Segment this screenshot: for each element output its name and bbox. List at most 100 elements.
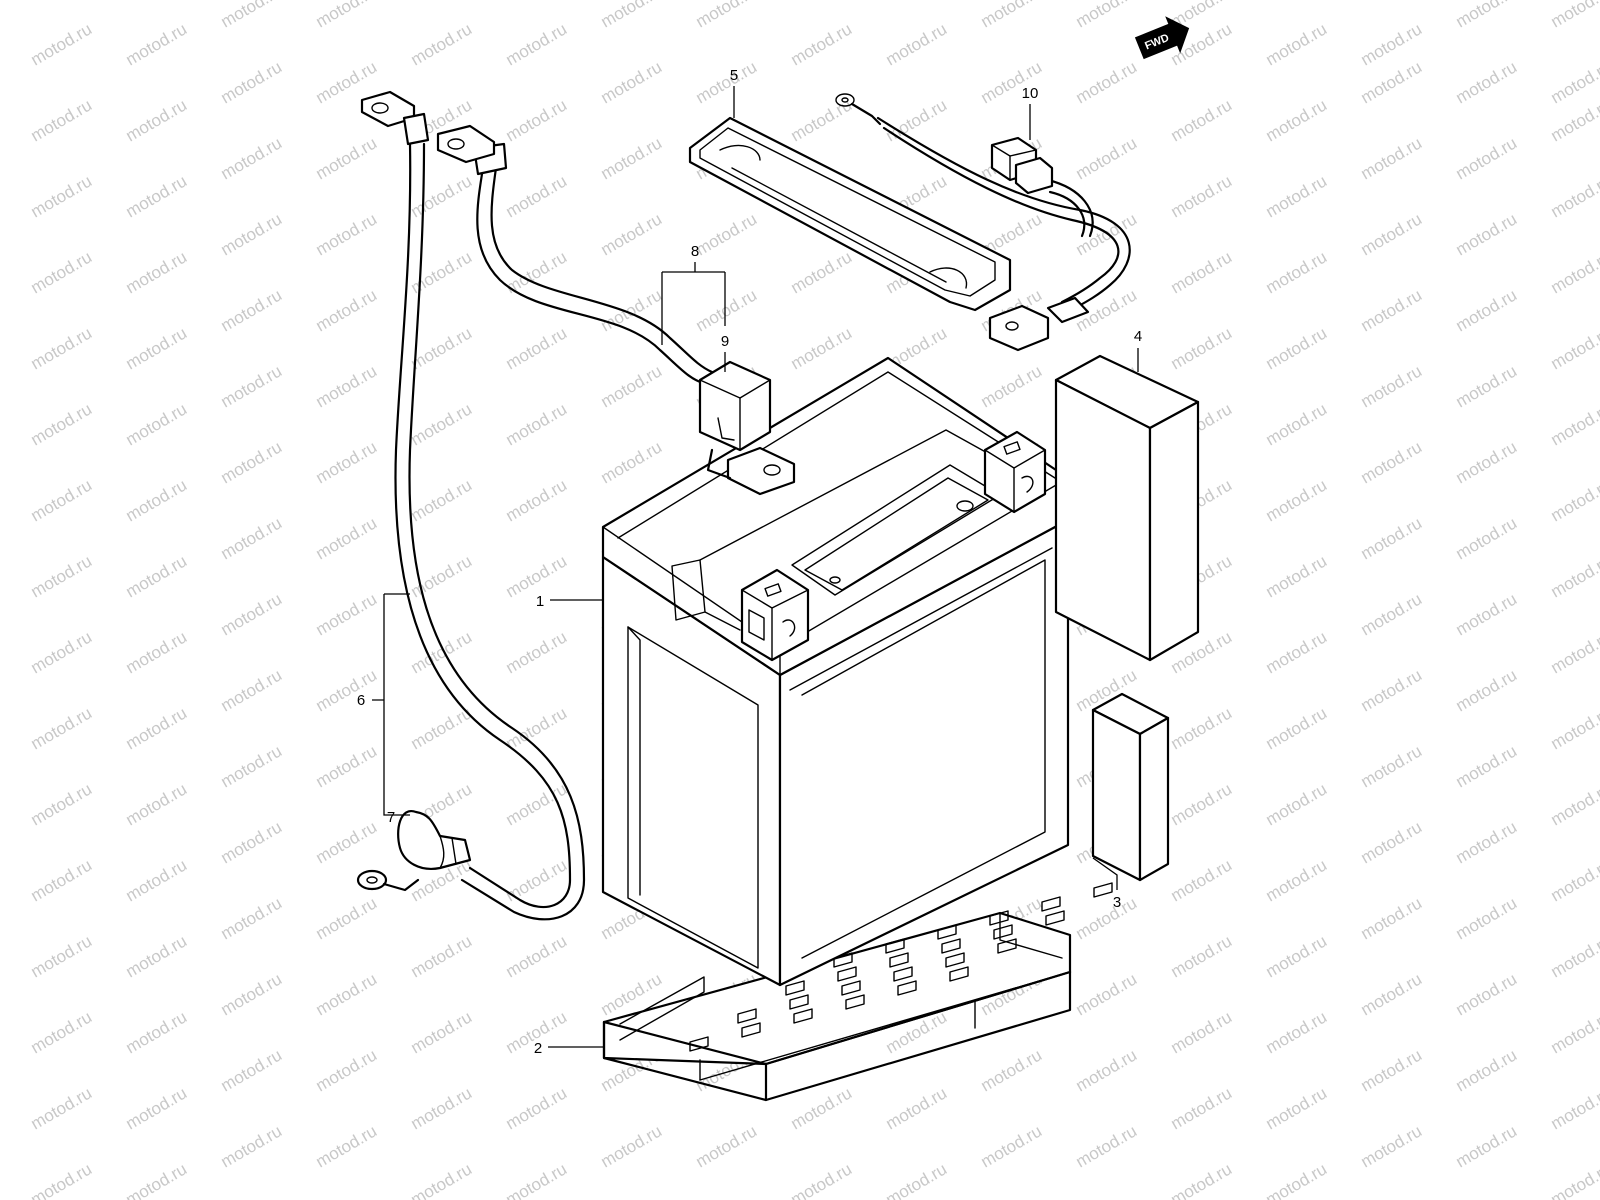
watermark-text: motod.ru — [503, 855, 571, 905]
watermark-text: motod.ru — [218, 665, 286, 715]
watermark-text: motod.ru — [1358, 893, 1426, 943]
watermark-text: motod.ru — [1453, 209, 1521, 259]
watermark-text: motod.ru — [1358, 817, 1426, 867]
watermark-text: motod.ru — [408, 1159, 476, 1200]
watermark-text: motod.ru — [598, 0, 666, 31]
watermark-text: motod.ru — [693, 209, 761, 259]
watermark-text: motod.ru — [883, 95, 951, 145]
watermark-text: motod.ru — [598, 133, 666, 183]
watermark-text: motod.ru — [313, 1121, 381, 1171]
watermark-text: motod.ru — [503, 931, 571, 981]
watermark-text: motod.ru — [1453, 741, 1521, 791]
callout-2: 2 — [534, 1040, 542, 1057]
watermark-text: motod.ru — [123, 779, 191, 829]
watermark-text: motod.ru — [408, 475, 476, 525]
watermark-text: motod.ru — [218, 361, 286, 411]
battery-holder-band — [688, 116, 1012, 312]
watermark-text: motod.ru — [123, 931, 191, 981]
watermark-text: motod.ru — [1453, 57, 1521, 107]
watermark-text: motod.ru — [1548, 171, 1600, 221]
watermark-text: motod.ru — [1168, 1159, 1236, 1200]
watermark-text: motod.ru — [1453, 969, 1521, 1019]
tray-slot — [893, 966, 913, 982]
watermark-text: motod.ru — [28, 475, 96, 525]
watermark-text: motod.ru — [123, 1083, 191, 1133]
watermark-text: motod.ru — [313, 969, 381, 1019]
watermark-text: motod.ru — [1548, 399, 1600, 449]
watermark-text: motod.ru — [408, 19, 476, 69]
watermark-text: motod.ru — [883, 19, 951, 69]
watermark-text: motod.ru — [1358, 1045, 1426, 1095]
watermark-text: motod.ru — [1358, 209, 1426, 259]
watermark-text: motod.ru — [408, 247, 476, 297]
watermark-text: motod.ru — [1263, 475, 1331, 525]
watermark-text: motod.ru — [1263, 855, 1331, 905]
watermark-text: motod.ru — [1168, 931, 1236, 981]
watermark-text: motod.ru — [503, 95, 571, 145]
tray-slot — [785, 980, 805, 996]
watermark-text: motod.ru — [1548, 475, 1600, 525]
watermark-text: motod.ru — [1453, 589, 1521, 639]
watermark-text: motod.ru — [503, 1083, 571, 1133]
tray-slot — [841, 980, 861, 996]
watermark-text: motod.ru — [218, 741, 286, 791]
tray-slot — [1041, 896, 1061, 912]
tray-slot — [741, 1022, 761, 1038]
watermark-text: motod.ru — [1263, 1083, 1331, 1133]
tray-slot — [993, 924, 1013, 940]
watermark-text: motod.ru — [1453, 133, 1521, 183]
part-4-box — [1054, 354, 1200, 662]
watermark-text: motod.ru — [1358, 665, 1426, 715]
watermark-text: motod.ru — [313, 893, 381, 943]
leader-lines — [372, 86, 1139, 1048]
watermark-text: motod.ru — [218, 437, 286, 487]
watermark-text: motod.ru — [1453, 285, 1521, 335]
watermark-text: motod.ru — [123, 19, 191, 69]
watermark-text: motod.ru — [1358, 133, 1426, 183]
watermark-text: motod.ru — [1548, 1083, 1600, 1133]
watermark-text: motod.ru — [598, 57, 666, 107]
watermark-text: motod.ru — [1073, 1045, 1141, 1095]
watermark-text: motod.ru — [1263, 247, 1331, 297]
watermark-text: motod.ru — [1548, 323, 1600, 373]
watermark-text: motod.ru — [408, 399, 476, 449]
watermark-text: motod.ru — [598, 437, 666, 487]
watermark-text: motod.ru — [788, 95, 856, 145]
watermark-text: motod.ru — [313, 437, 381, 487]
tray-slot — [989, 910, 1009, 926]
tray-slot — [737, 1008, 757, 1024]
watermark-text: motod.ru — [123, 171, 191, 221]
watermark-text: motod.ru — [408, 1007, 476, 1057]
watermark-text: motod.ru — [1168, 171, 1236, 221]
watermark-text: motod.ru — [503, 399, 571, 449]
watermark-text: motod.ru — [28, 19, 96, 69]
tray-slot — [885, 938, 905, 954]
watermark-text: motod.ru — [883, 1083, 951, 1133]
watermark-text: motod.ru — [1358, 437, 1426, 487]
watermark-text: motod.ru — [1263, 323, 1331, 373]
watermark-text: motod.ru — [1358, 589, 1426, 639]
watermark-text: motod.ru — [503, 1159, 571, 1200]
watermark-text: motod.ru — [1548, 0, 1600, 31]
watermark-text: motod.ru — [408, 171, 476, 221]
watermark-text: motod.ru — [408, 931, 476, 981]
watermark-text: motod.ru — [313, 285, 381, 335]
watermark-text: motod.ru — [1453, 361, 1521, 411]
watermark-text: motod.ru — [1358, 741, 1426, 791]
watermark-text: motod.ru — [1168, 247, 1236, 297]
watermark-text: motod.ru — [313, 1045, 381, 1095]
watermark-text: motod.ru — [598, 209, 666, 259]
tray-slot — [889, 952, 909, 968]
watermark-text: motod.ru — [1548, 247, 1600, 297]
watermark-text: motod.ru — [598, 1121, 666, 1171]
watermark-text: motod.ru — [1453, 1121, 1521, 1171]
watermark-text: motod.ru — [313, 209, 381, 259]
watermark-text: motod.ru — [503, 475, 571, 525]
tray-slot — [1045, 910, 1065, 926]
watermark-text: motod.ru — [1263, 399, 1331, 449]
tray-slot — [945, 952, 965, 968]
watermark-text: motod.ru — [28, 703, 96, 753]
watermark-text: motod.ru — [1168, 323, 1236, 373]
watermark-text: motod.ru — [1548, 627, 1600, 677]
